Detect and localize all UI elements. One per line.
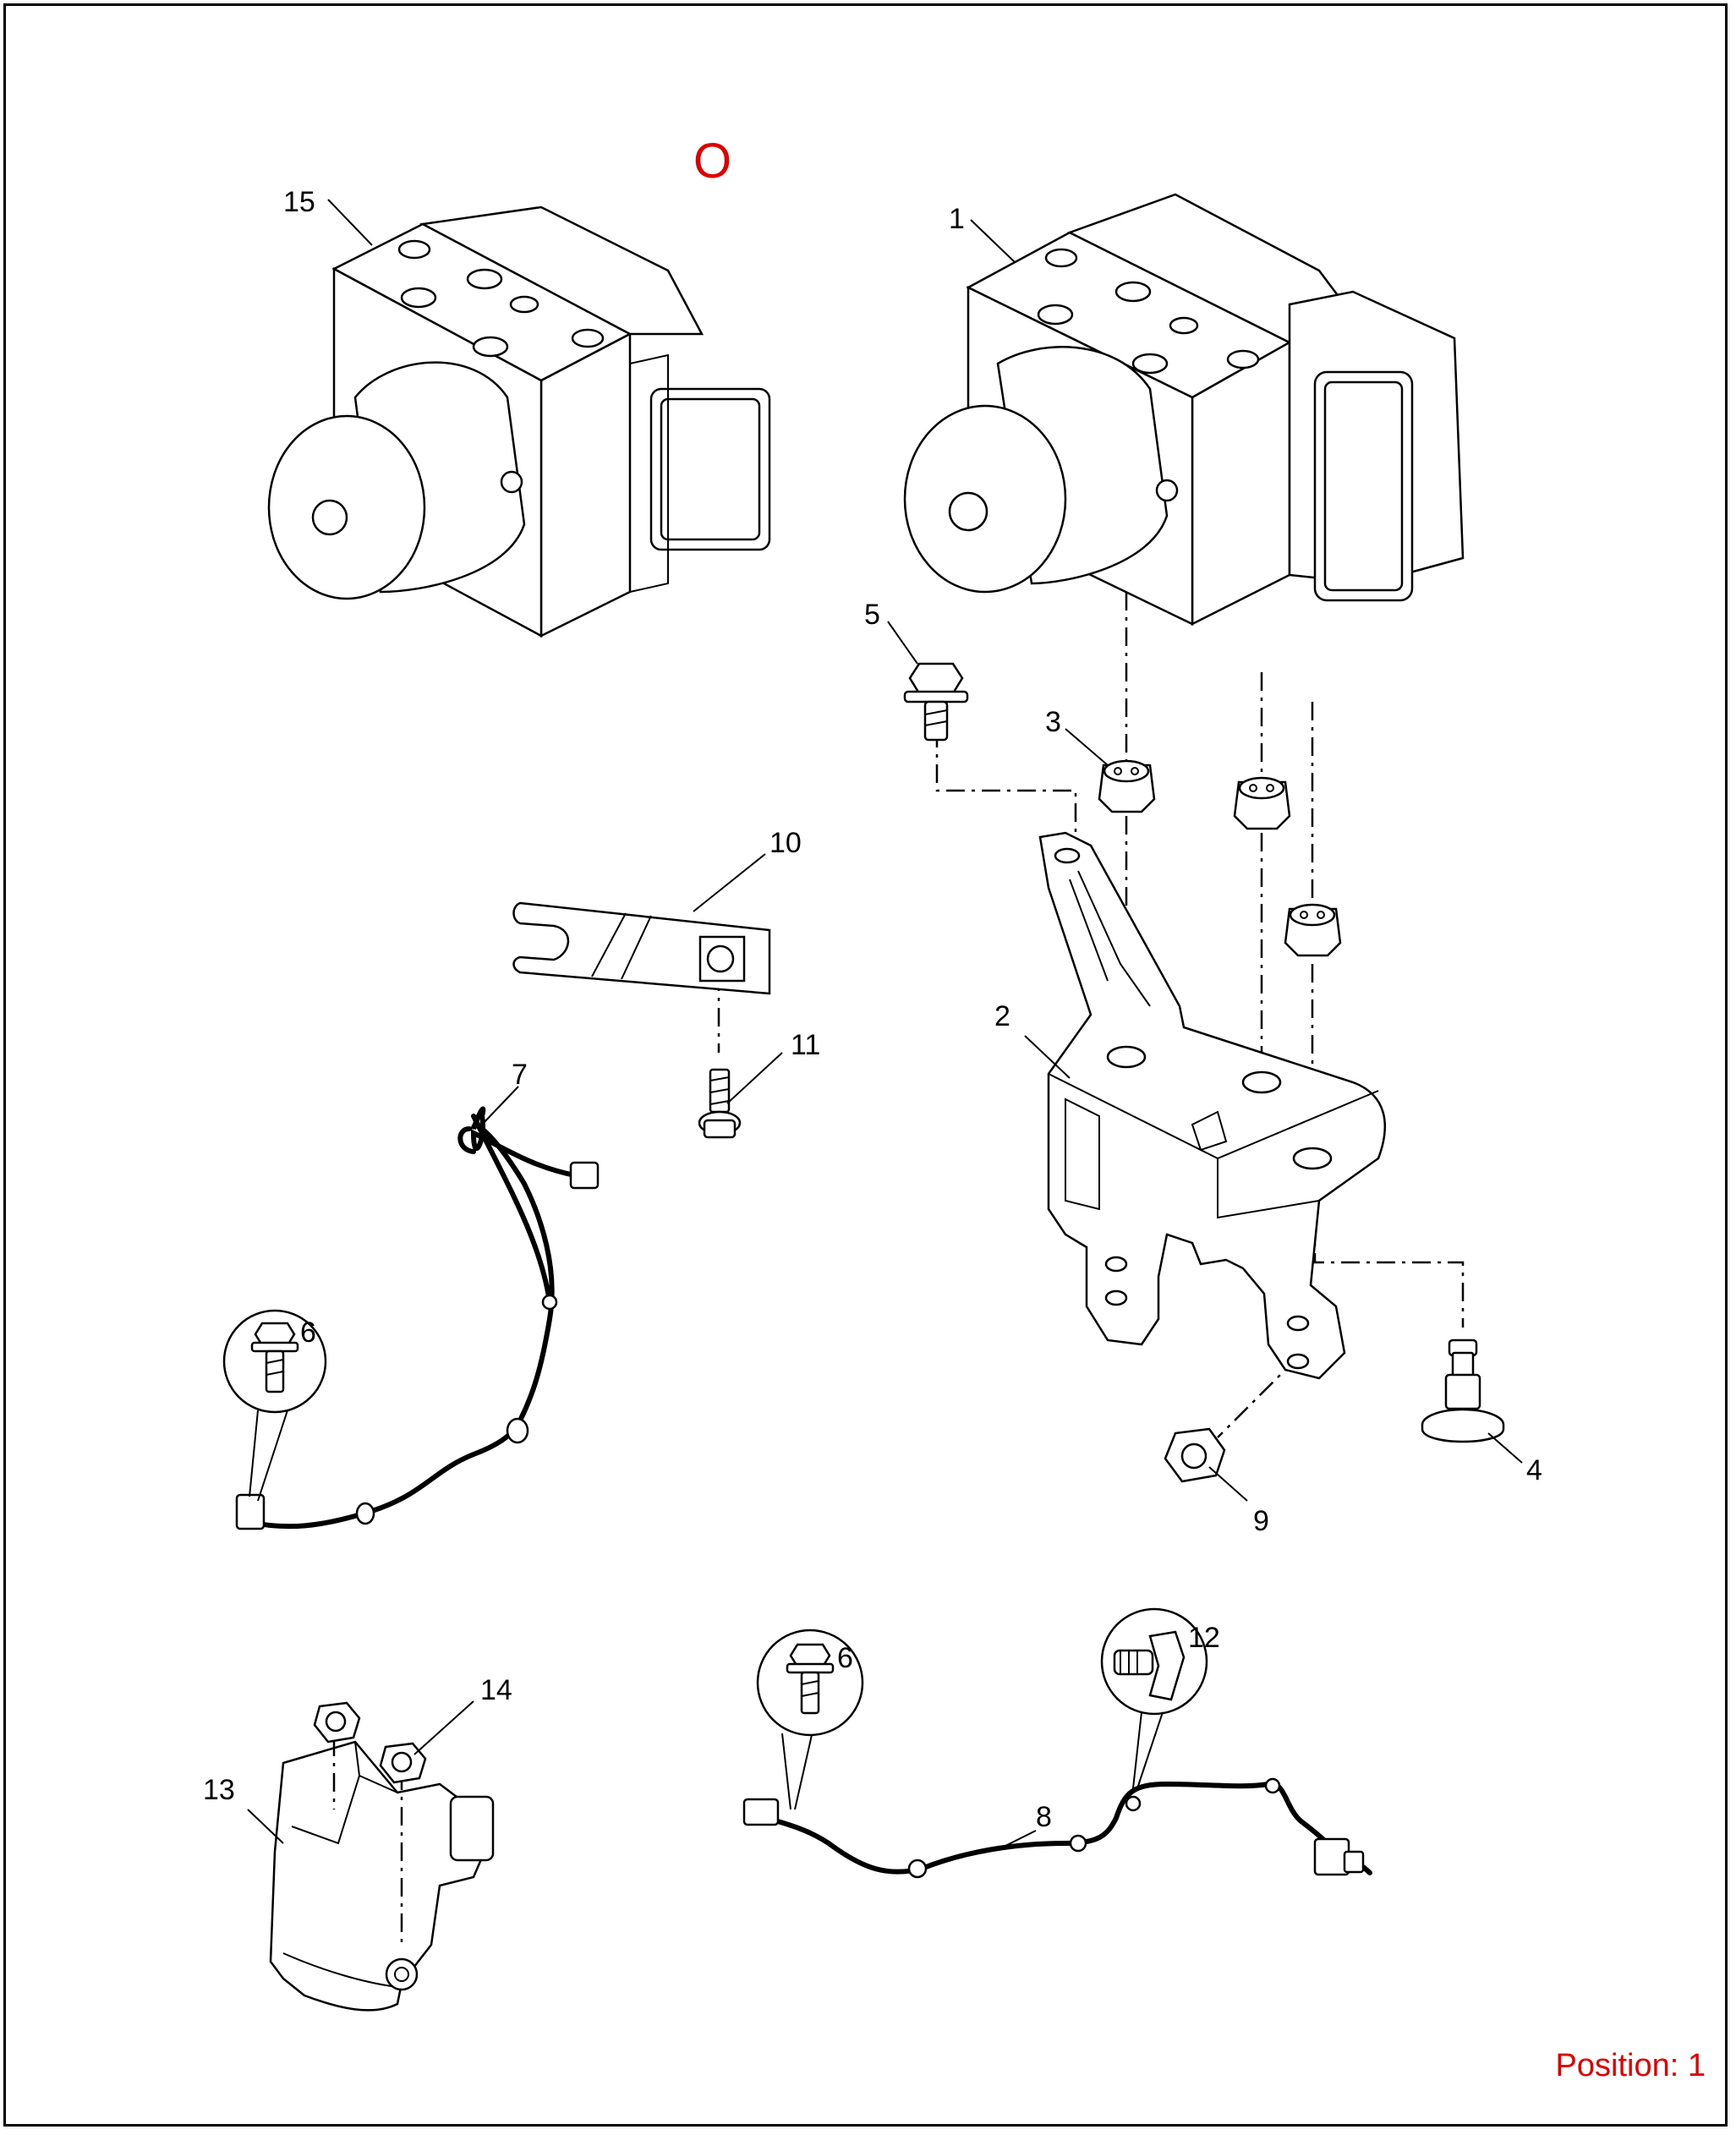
detail-bolt-6b[interactable] xyxy=(756,1629,864,1810)
abs-module-15[interactable] xyxy=(267,205,771,638)
nut-14a[interactable] xyxy=(313,1701,361,1744)
callout-12: 12 xyxy=(1188,1622,1220,1654)
stud-4[interactable] xyxy=(1421,1338,1505,1443)
position-label: Position: 1 xyxy=(1555,2048,1706,2083)
screw-11[interactable] xyxy=(698,1068,742,1139)
nut-14b[interactable] xyxy=(379,1742,427,1784)
callout-9: 9 xyxy=(1253,1505,1269,1537)
callout-13: 13 xyxy=(203,1774,235,1806)
grommet-3c[interactable] xyxy=(1284,903,1342,957)
leader-9 xyxy=(1208,1466,1248,1502)
callout-1: 1 xyxy=(949,203,965,235)
detail-bolt-6a[interactable] xyxy=(222,1309,327,1502)
callout-5: 5 xyxy=(864,599,880,631)
leader-14 xyxy=(413,1700,474,1755)
marker-o: O xyxy=(693,134,731,189)
callout-8: 8 xyxy=(1036,1801,1052,1833)
callout-10: 10 xyxy=(769,827,802,859)
callout-6b: 6 xyxy=(837,1642,853,1674)
grommet-3b[interactable] xyxy=(1233,776,1291,830)
leader-8 xyxy=(1001,1830,1037,1848)
callout-15: 15 xyxy=(283,186,315,218)
callout-4: 4 xyxy=(1526,1454,1542,1486)
sensor-13[interactable] xyxy=(269,1738,495,2012)
abs-module-1[interactable] xyxy=(903,193,1465,627)
callout-3: 3 xyxy=(1045,706,1061,738)
diagram-frame xyxy=(3,3,1728,2127)
harness-8[interactable] xyxy=(742,1777,1372,1879)
callout-11: 11 xyxy=(791,1029,820,1061)
assembly-line-bolt5 xyxy=(935,729,1077,837)
detail-clip-12[interactable] xyxy=(1100,1607,1208,1789)
assembly-line-stud4 xyxy=(1313,1218,1465,1328)
grommet-3a[interactable] xyxy=(1098,759,1156,813)
bracket-2[interactable] xyxy=(1038,831,1386,1380)
harness-7[interactable] xyxy=(235,1106,600,1530)
leader-5 xyxy=(887,621,918,665)
leader-4 xyxy=(1487,1432,1523,1464)
plate-10[interactable] xyxy=(512,901,771,995)
leader-13 xyxy=(247,1809,284,1844)
leader-10 xyxy=(693,853,766,912)
callout-2: 2 xyxy=(994,1000,1010,1032)
leader-15 xyxy=(327,199,373,246)
leader-1 xyxy=(970,219,1016,263)
leader-7 xyxy=(481,1086,519,1125)
callout-14: 14 xyxy=(480,1674,512,1706)
bolt-5[interactable] xyxy=(903,662,969,742)
leader-2 xyxy=(1024,1035,1071,1079)
leader-3 xyxy=(1065,728,1109,766)
callout-7: 7 xyxy=(512,1059,528,1091)
callout-6a: 6 xyxy=(300,1317,316,1349)
leader-11 xyxy=(726,1052,783,1104)
